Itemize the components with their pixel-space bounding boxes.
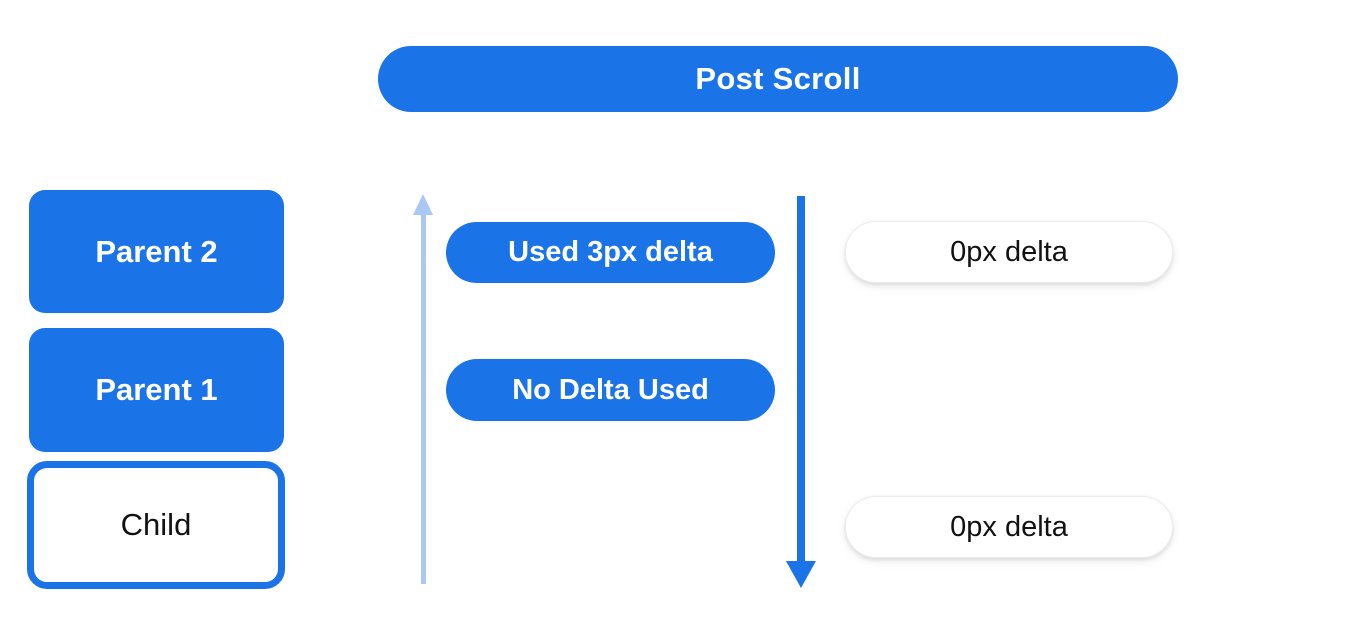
- parent-2-box: Parent 2: [29, 190, 284, 313]
- zero-px-delta-pill-bottom: 0px delta: [845, 496, 1173, 558]
- parent-1-box: Parent 1: [29, 328, 284, 452]
- used-3px-delta-pill: Used 3px delta: [446, 222, 775, 283]
- scroll-down-arrow-shaft: [797, 196, 805, 561]
- zero-px-delta-label-bottom: 0px delta: [950, 510, 1068, 543]
- zero-px-delta-pill-top: 0px delta: [845, 221, 1173, 283]
- no-delta-used-pill: No Delta Used: [446, 359, 775, 421]
- scroll-down-arrow-icon: [786, 196, 816, 588]
- child-box: Child: [27, 461, 285, 589]
- no-delta-used-label: No Delta Used: [512, 373, 709, 406]
- post-scroll-label: Post Scroll: [695, 61, 861, 96]
- used-3px-delta-label: Used 3px delta: [508, 236, 713, 268]
- scroll-up-arrowhead-icon: [413, 194, 433, 215]
- scroll-down-arrowhead-icon: [786, 561, 816, 588]
- child-label: Child: [120, 507, 192, 542]
- parent-1-label: Parent 1: [95, 372, 218, 407]
- post-scroll-header-pill: Post Scroll: [378, 46, 1178, 112]
- scroll-up-arrow-icon: [413, 194, 433, 584]
- zero-px-delta-label-top: 0px delta: [950, 235, 1068, 268]
- parent-2-label: Parent 2: [95, 233, 218, 269]
- scroll-up-arrow-shaft: [420, 215, 426, 584]
